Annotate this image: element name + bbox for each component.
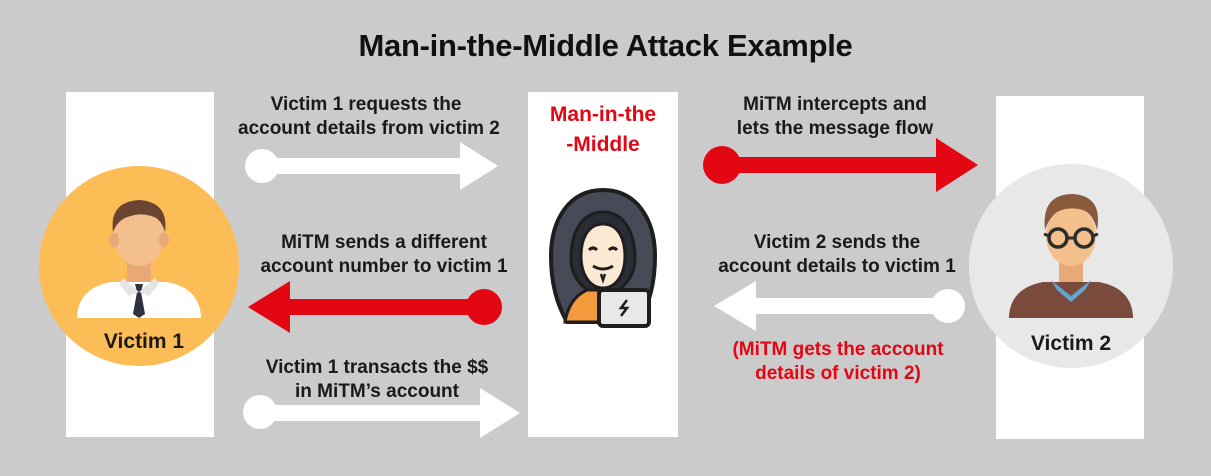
- step1-label: Victim 1 requests the account details fr…: [238, 93, 500, 141]
- step2-arrow: [703, 138, 978, 192]
- step4-line1: MiTM sends a different: [281, 232, 487, 253]
- step1-arrow: [245, 142, 498, 190]
- step2-line1: MiTM intercepts and: [743, 94, 927, 115]
- step5-arrow: [243, 388, 520, 438]
- step3-note: (MiTM gets the account details of victim…: [708, 338, 968, 386]
- step3-label: Victim 2 sends the account details to vi…: [708, 231, 966, 279]
- victim1-avatar: Victim 1: [39, 166, 239, 366]
- step4-label: MiTM sends a different account number to…: [250, 231, 518, 279]
- step2-label: MiTM intercepts and lets the message flo…: [706, 93, 964, 141]
- step1-line1: Victim 1 requests the: [270, 94, 462, 115]
- step4-line2: account number to victim 1: [260, 256, 508, 277]
- businessman-icon: [39, 166, 239, 366]
- glasses-man-icon: [969, 164, 1173, 368]
- step3-line1: Victim 2 sends the: [753, 232, 921, 253]
- hooded-hacker-icon: [548, 187, 658, 328]
- note-line2: details of victim 2): [755, 363, 921, 384]
- step2-line2: lets the message flow: [736, 118, 934, 139]
- victim2-name: Victim 2: [1030, 332, 1112, 355]
- step1-line2: account details from victim 2: [238, 118, 500, 139]
- diagram-title: Man-in-the-Middle Attack Example: [358, 28, 853, 63]
- hacker-avatar: [543, 186, 663, 331]
- step5-label: Victim 1 transacts the $$ in MiTM’s acco…: [244, 356, 510, 404]
- step3-arrow: [714, 281, 965, 331]
- victim1-name: Victim 1: [103, 330, 185, 353]
- mitm-label: Man-in-the -Middle: [528, 100, 678, 160]
- note-line1: (MiTM gets the account: [732, 339, 944, 360]
- victim2-avatar: Victim 2: [969, 164, 1173, 368]
- step3-line2: account details to victim 1: [718, 256, 956, 277]
- step4-arrow: [248, 281, 502, 333]
- mitm-label-line2: -Middle: [566, 133, 640, 156]
- mitm-label-line1: Man-in-the: [549, 103, 657, 126]
- step5-line1: Victim 1 transacts the $$: [265, 357, 489, 378]
- step5-line2: in MiTM’s account: [295, 381, 459, 402]
